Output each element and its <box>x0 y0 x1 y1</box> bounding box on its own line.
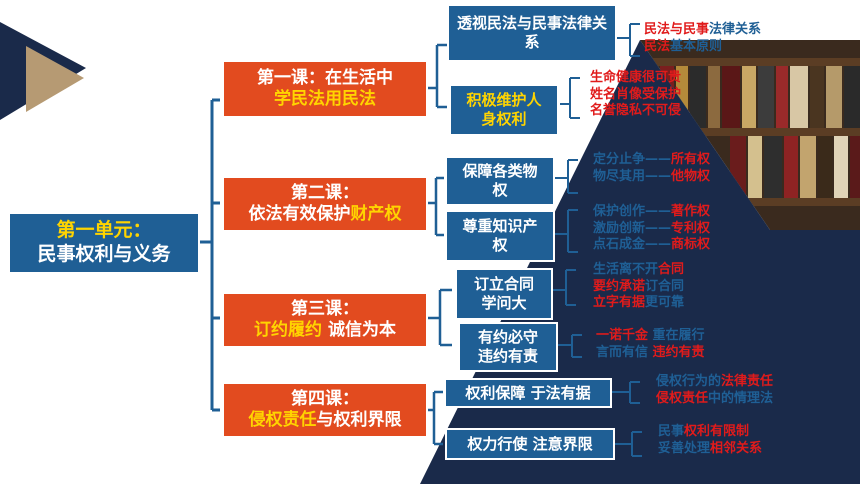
note-text: 定分止争—— <box>593 152 672 167</box>
topic-contract-making-label: 订立合同学问大 <box>473 275 534 312</box>
lesson-four-line1: 第四课： <box>291 388 359 409</box>
lesson-two-node: 第二课： 依法有效保护财产权 <box>222 176 428 232</box>
note-text: 著作权 <box>671 204 711 219</box>
note-text: 更可靠 <box>645 295 685 311</box>
lesson-two-line1: 第二课： <box>291 182 359 203</box>
note-text: 专利权 <box>671 220 711 236</box>
note-text: 法律责任 <box>721 374 774 389</box>
corner-triangle-gold <box>26 46 84 112</box>
note-text: 基本原则 <box>670 38 723 54</box>
lesson-four-node: 第四课： 侵权责任与权利界限 <box>222 382 428 438</box>
note-text: 要约承诺 <box>593 278 646 294</box>
note-text: 激励创新—— <box>593 220 672 236</box>
topic-property-rights: 保障各类物权 <box>445 156 555 206</box>
root-title-line1: 第一单元： <box>56 219 152 242</box>
topic-rights-limits: 权力行使 注意界限 <box>445 428 615 460</box>
topic-intellectual-property: 尊重知识产权 <box>445 210 555 262</box>
note-text: 所有权 <box>671 152 711 167</box>
lesson-one-node: 第一课：在生活中 学民法用民法 <box>222 60 428 118</box>
notes-personal-rights: 生命健康很可贵 姓名肖像受保护 名誉隐私不可侵 <box>590 70 681 120</box>
topic-keep-promise: 有约必守违约有责 <box>458 322 558 372</box>
notes-lesson1-topic1: 民法与民事法律关系 民法基本原则 <box>644 22 761 55</box>
note-text: 违约有责 <box>652 344 705 360</box>
lesson-one-line2: 学民法用民法 <box>274 89 376 109</box>
note-text: 立字有据 <box>593 295 646 311</box>
note-text: 生命健康很可贵 <box>590 70 682 85</box>
lesson-four-line2: 侵权责任与权利界限 <box>249 410 402 431</box>
note-text: 侵权行为的 <box>656 374 722 389</box>
note-text: 他物权 <box>671 168 711 184</box>
topic-rights-protection-label: 权利保障 于法有据 <box>465 383 591 402</box>
dark-diagonal-band <box>420 40 860 484</box>
notes-rights-protection: 侵权行为的法律责任 侵权责任中的情理法 <box>656 374 773 407</box>
topic-personal-rights-label: 积极维护人身权利 <box>466 91 542 128</box>
lesson-two-line2a: 依法有效保护 <box>248 204 351 224</box>
lesson-one-line1: 第一课：在生活中 <box>257 67 393 88</box>
note-text: 生活离不开 <box>593 262 659 277</box>
note-text: 民法 <box>644 38 671 54</box>
note-text: 法律关系 <box>709 22 762 37</box>
note-text: 一诺千金 <box>596 328 649 343</box>
lesson-four-line2a: 侵权责任 <box>248 410 317 430</box>
topic-intellectual-property-label: 尊重知识产权 <box>462 217 538 254</box>
topic-rights-limits-label: 权力行使 注意界限 <box>467 434 593 453</box>
note-text: 订合同 <box>645 278 685 294</box>
notes-contract-making: 生活离不开合同 要约承诺订合同 立字有据更可靠 <box>593 262 684 312</box>
topic-civil-law-relations-label: 透视民法与民事法律关系 <box>457 14 608 51</box>
notes-intellectual-property: 保护创作——著作权 激励创新——专利权 点石成金——商标权 <box>593 204 710 254</box>
note-text: 物尽其用—— <box>593 168 672 184</box>
note-text: 合同 <box>658 262 685 277</box>
lesson-three-line2: 订约履约 诚信为本 <box>254 320 396 341</box>
note-text: 中的情理法 <box>708 390 774 406</box>
notes-property-rights: 定分止争——所有权 物尽其用——他物权 <box>593 152 710 185</box>
note-text: 民事 <box>658 424 685 439</box>
note-text: 保护创作—— <box>593 204 672 219</box>
topic-property-rights-label: 保障各类物权 <box>462 162 538 199</box>
root-node-unit-one: 第一单元： 民事权利与义务 <box>8 212 200 274</box>
note-text: 妥善处理 <box>658 440 711 456</box>
topic-personal-rights: 积极维护人身权利 <box>449 84 559 136</box>
note-text: 言而有信 <box>596 344 653 360</box>
lesson-three-node: 第三课： 订约履约 诚信为本 <box>222 292 428 348</box>
lesson-three-line1: 第三课： <box>291 298 359 319</box>
lesson-two-line2b: 财产权 <box>350 204 402 224</box>
note-text: 姓名肖像受保护 <box>590 86 682 102</box>
note-text: 民法与民事 <box>644 22 710 37</box>
topic-civil-law-relations: 透视民法与民事法律关系 <box>447 4 617 62</box>
lesson-three-line2a: 订约履约 <box>254 320 323 340</box>
note-text: 权利有限制 <box>684 424 750 439</box>
notes-keep-promise: 一诺千金 重在履行 言而有信 违约有责 <box>596 328 705 361</box>
lesson-four-line2b: 与权利界限 <box>316 410 402 430</box>
note-text: 重在履行 <box>648 328 705 343</box>
topic-keep-promise-label: 有约必守违约有责 <box>477 328 538 365</box>
lesson-two-line2: 依法有效保护财产权 <box>249 204 402 225</box>
topic-contract-making: 订立合同学问大 <box>455 268 553 320</box>
lesson-three-line2b: 诚信为本 <box>322 320 396 340</box>
note-text: 商标权 <box>671 237 711 253</box>
topic-rights-protection: 权利保障 于法有据 <box>444 378 612 408</box>
note-text: 点石成金—— <box>593 237 672 253</box>
note-text: 侵权责任 <box>656 390 709 406</box>
root-title-line2: 民事权利与义务 <box>37 243 171 265</box>
note-text: 相邻关系 <box>710 440 763 456</box>
notes-rights-limits: 民事权利有限制 妥善处理相邻关系 <box>658 424 762 457</box>
note-text: 名誉隐私不可侵 <box>590 103 682 119</box>
